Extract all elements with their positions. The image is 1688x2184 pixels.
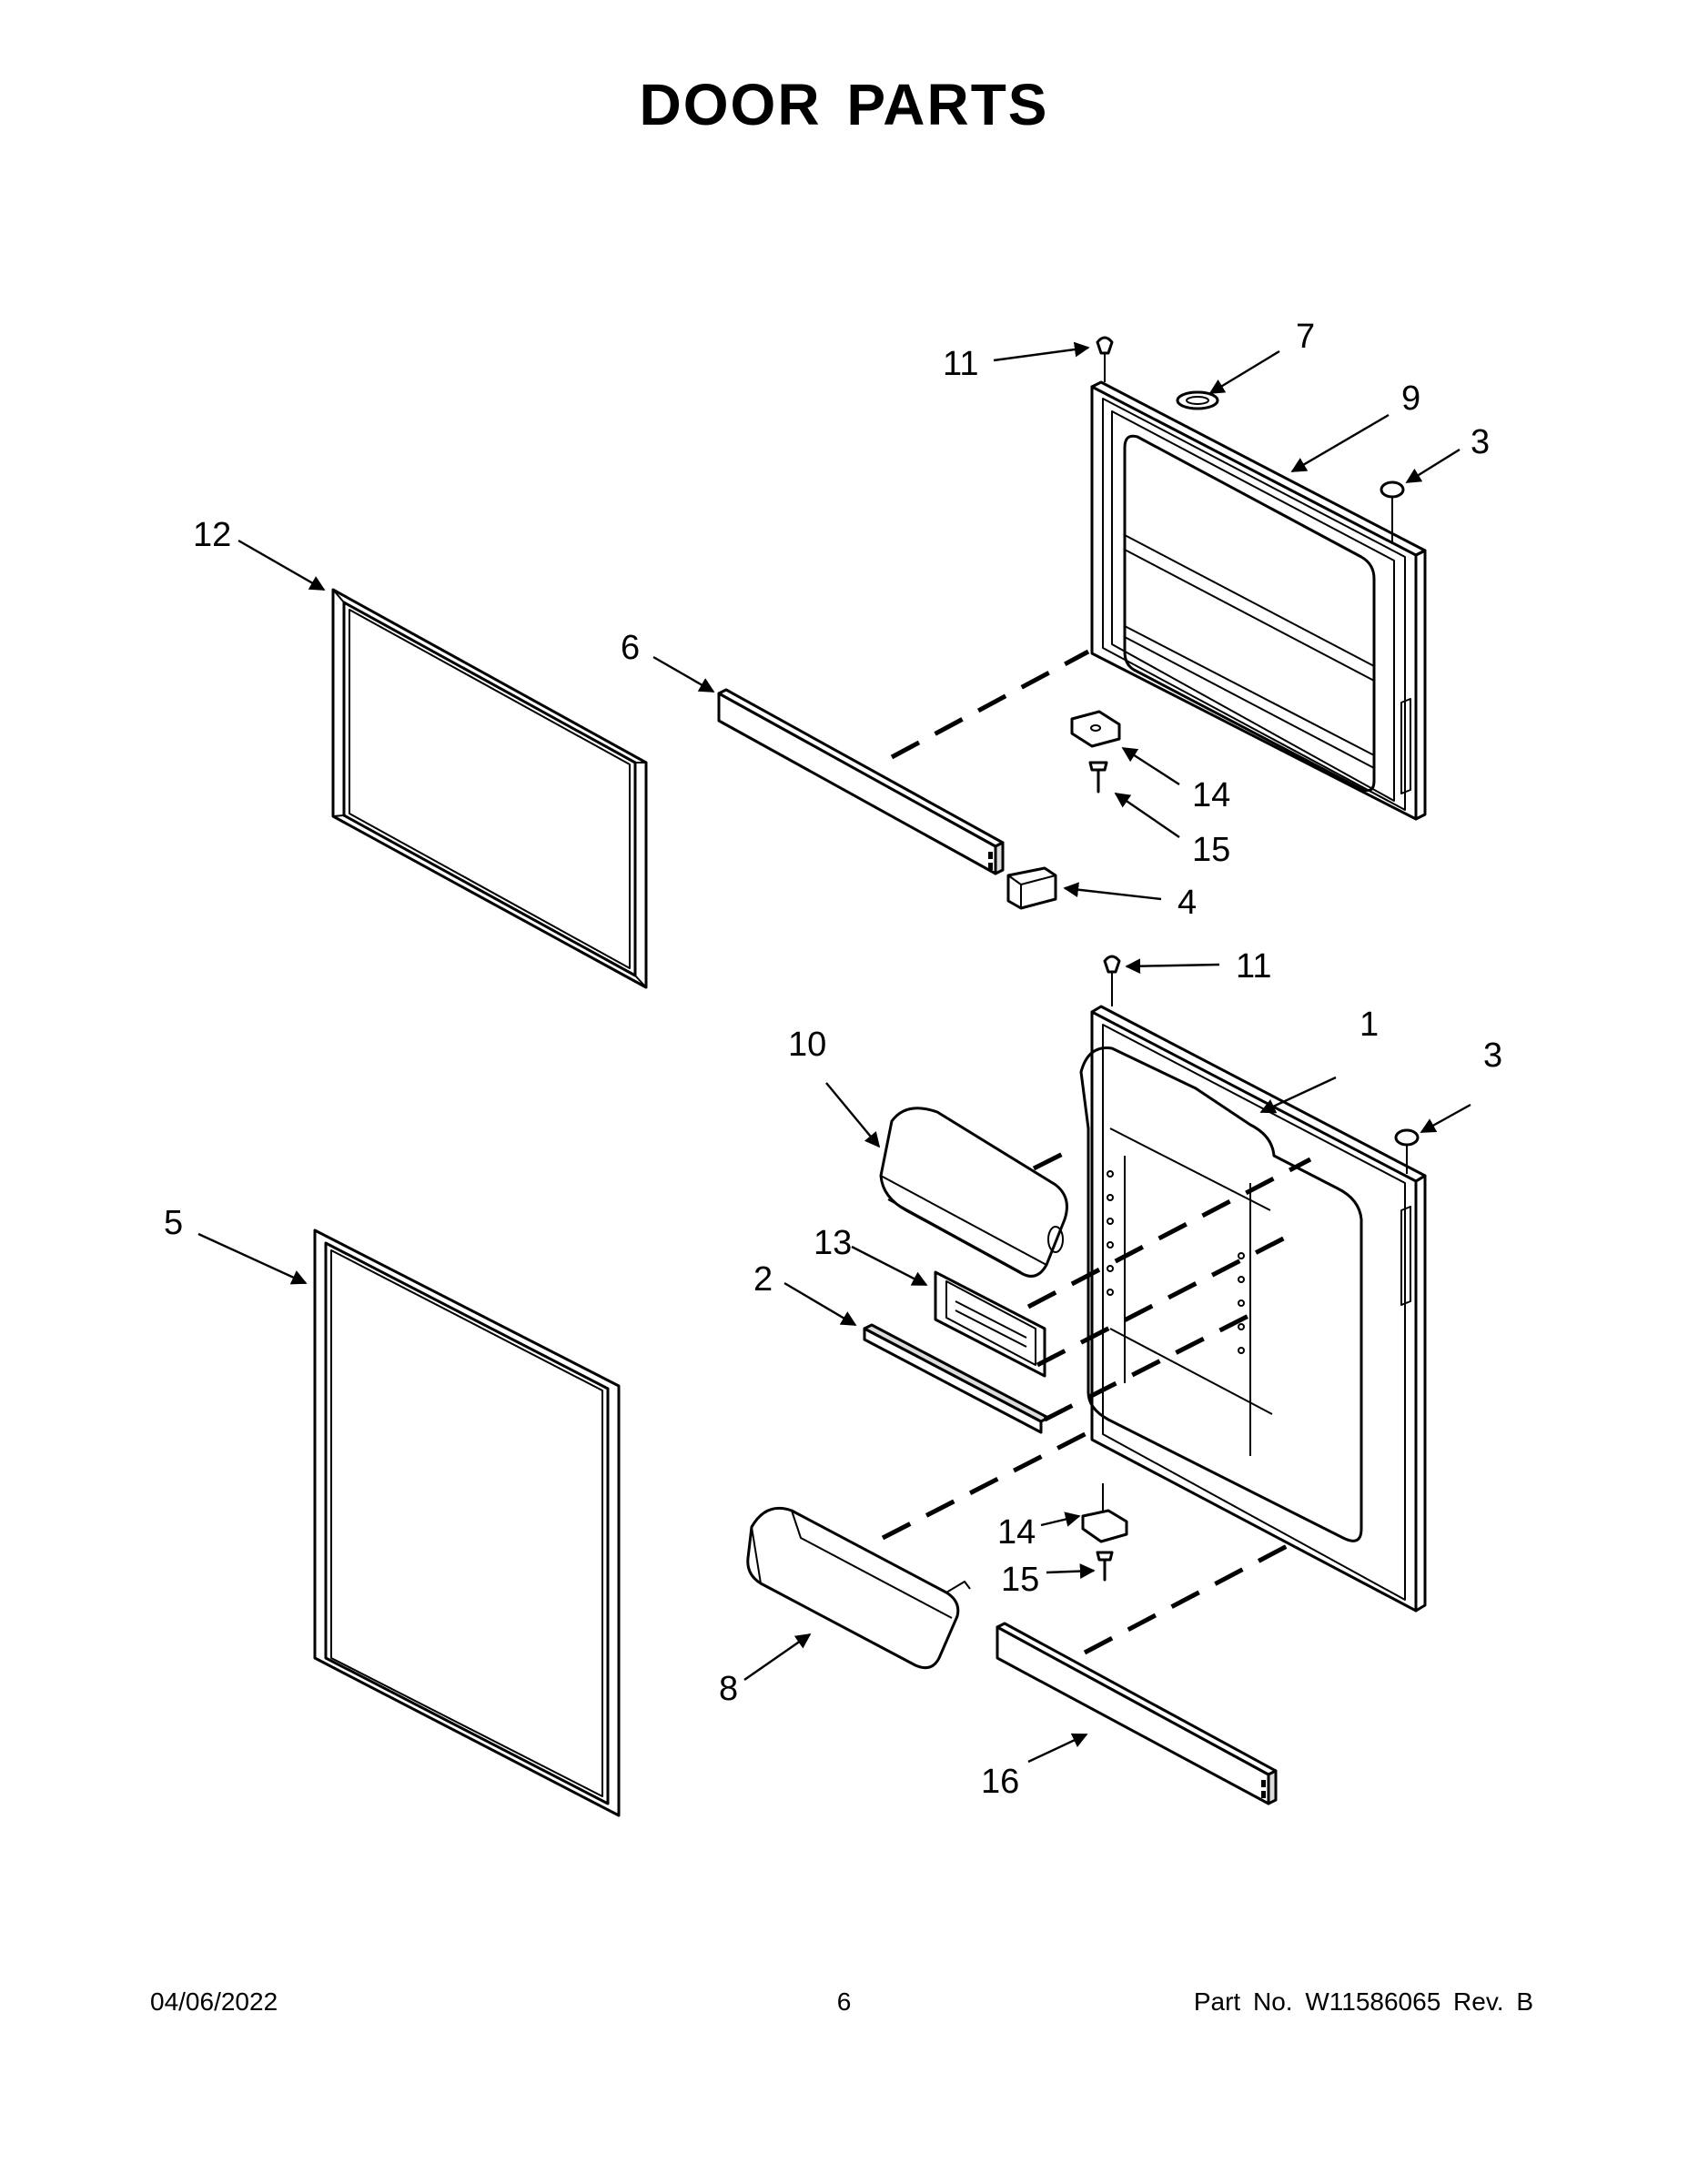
callout-2: 2: [753, 1260, 773, 1299]
leader-arrows: [197, 341, 1471, 1764]
callout-14-bottom: 14: [997, 1513, 1036, 1552]
hinge-pin-bottom: [1103, 955, 1121, 1006]
callout-3-bottom: 3: [1483, 1036, 1502, 1075]
fresh-food-door-trim: [996, 1622, 1278, 1805]
hinge-screw-bottom: [1096, 1551, 1114, 1582]
freezer-door-gasket: [331, 588, 648, 989]
callout-4: 4: [1178, 884, 1197, 922]
callout-15-top: 15: [1192, 831, 1230, 869]
callout-3-top: 3: [1471, 423, 1490, 461]
callout-6: 6: [621, 629, 640, 667]
callout-15-bottom: 15: [1001, 1561, 1039, 1599]
callout-9: 9: [1401, 379, 1420, 418]
door-stop-ring: [1176, 390, 1219, 410]
assembly-dashed-lines: [881, 649, 1312, 1655]
fresh-food-door: [1079, 1005, 1427, 1613]
trim-end-cap: [1006, 866, 1057, 910]
callout-7: 7: [1296, 318, 1315, 356]
footer-page-number: 6: [836, 1987, 852, 2016]
callout-10: 10: [788, 1026, 826, 1064]
freezer-door-trim: [717, 688, 1005, 875]
callout-11-top: 11: [943, 345, 978, 383]
callout-labels: 11 7 9 3 12 6 14 15 4 11 1 3 10 5 13 2 1…: [164, 318, 1502, 1801]
footer-part-number: Part No. W11586065 Rev. B: [1193, 1987, 1533, 2016]
fresh-food-door-gasket: [313, 1228, 621, 1817]
hinge-bracket-bottom: [1081, 1483, 1128, 1543]
door-bin: [746, 1506, 971, 1670]
hinge-bracket-top: [1070, 710, 1121, 748]
shelf-holes-right: [1238, 1252, 1245, 1354]
callout-14-top: 14: [1192, 776, 1230, 814]
dairy-door: [879, 1107, 1068, 1278]
hinge-cap-top: [1380, 480, 1405, 544]
callout-12: 12: [193, 516, 231, 554]
callout-11-bottom: 11: [1236, 947, 1271, 986]
hinge-pin-top: [1096, 336, 1114, 382]
callout-5: 5: [164, 1204, 183, 1242]
page-title: DOOR PARTS: [639, 72, 1049, 137]
callout-8: 8: [719, 1670, 738, 1708]
hinge-screw-top: [1088, 761, 1108, 794]
hinge-cap-bottom: [1394, 1128, 1420, 1174]
callout-13: 13: [814, 1224, 852, 1262]
footer-date: 04/06/2022: [150, 1987, 278, 2016]
dairy-door-cover: [934, 1270, 1046, 1378]
freezer-door: [1090, 380, 1427, 821]
shelf-holes-left: [1107, 1170, 1114, 1296]
callout-1: 1: [1359, 1006, 1379, 1044]
callout-16: 16: [981, 1763, 1019, 1801]
